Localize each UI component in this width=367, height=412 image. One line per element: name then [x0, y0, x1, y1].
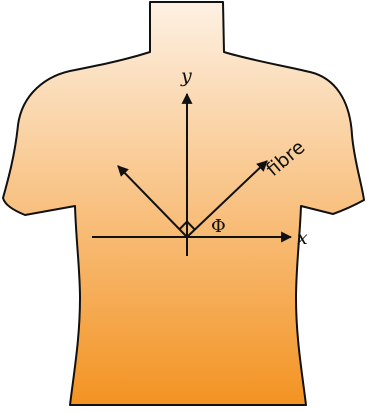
- x-axis-label: x: [297, 227, 308, 249]
- angle-label: Φ: [211, 216, 226, 237]
- torso-silhouette: [2, 1, 365, 406]
- y-axis-label: y: [180, 65, 192, 87]
- fibre-arrow: [186, 160, 268, 238]
- right-angle-marker: [178, 220, 196, 230]
- cross-fibre-arrow: [117, 165, 188, 238]
